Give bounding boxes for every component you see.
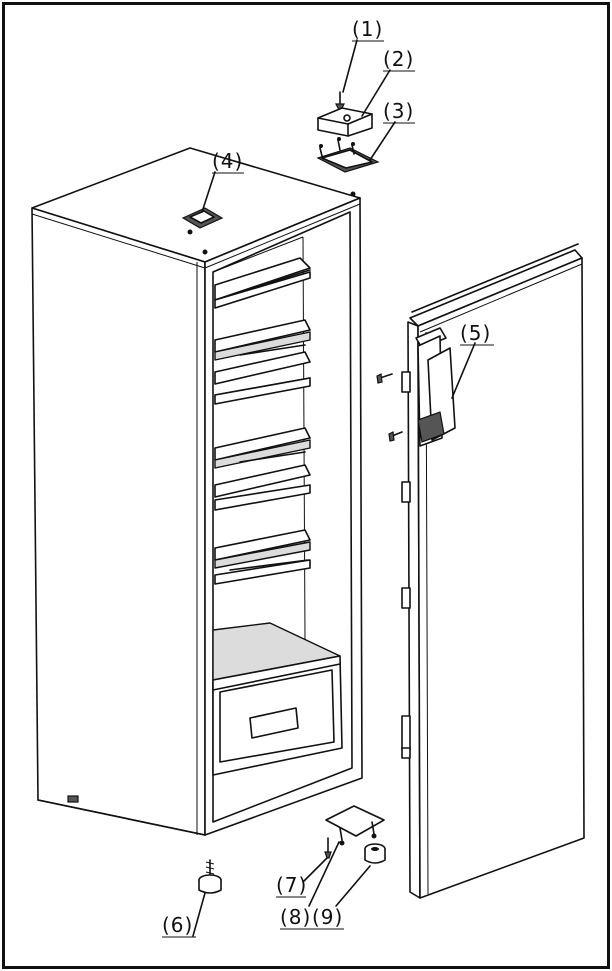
label-part-2: (2)	[383, 47, 414, 71]
part-5-handle	[415, 327, 476, 447]
part-2-hinge-cover	[317, 69, 391, 137]
cabinet-side	[31, 207, 206, 836]
part-4-top-switch	[181, 171, 224, 229]
label-part-7: (7)	[276, 873, 307, 897]
part-8-bottom-hinge	[308, 805, 385, 907]
label-part-6: (6)	[162, 913, 193, 937]
part-6-foot	[192, 859, 222, 937]
label-part-5: (5)	[460, 321, 491, 345]
shelves	[214, 257, 311, 585]
label-part-9: (9)	[312, 905, 343, 929]
door	[376, 243, 585, 899]
part-3-hinge-bracket	[316, 121, 396, 173]
part-1-screw	[335, 39, 358, 111]
label-part-4: (4)	[212, 149, 243, 173]
part-9-bushing	[335, 843, 386, 907]
drawer	[212, 622, 343, 776]
label-part-3: (3)	[383, 99, 414, 123]
part-7-screw	[302, 837, 332, 883]
label-part-1: (1)	[352, 17, 383, 41]
label-part-8: (8)	[280, 905, 311, 929]
